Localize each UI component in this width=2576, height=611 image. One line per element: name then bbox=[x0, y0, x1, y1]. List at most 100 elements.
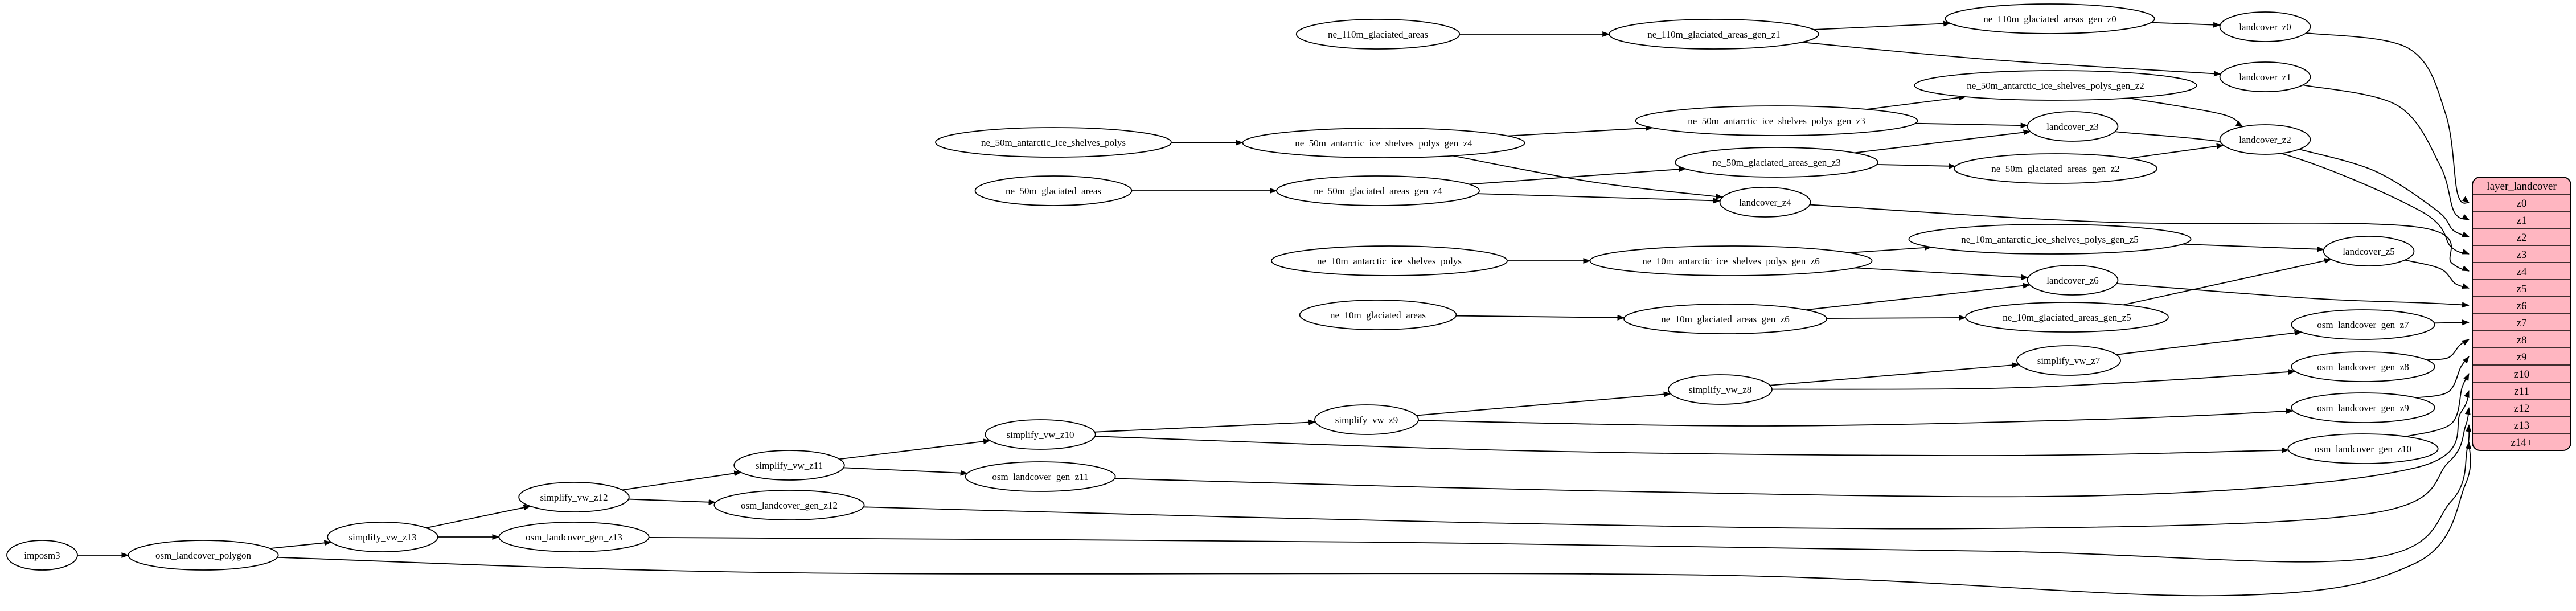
node-ne_50m_antarctic_ice_shelves_polys_gen_z4: ne_50m_antarctic_ice_shelves_polys_gen_z… bbox=[1242, 128, 1525, 158]
edge-ne_10m_glaciated_areas-to-ne_10m_glaciated_areas_gen_z6 bbox=[1456, 314, 1625, 321]
node-ellipse-ne_10m_antarctic_ice_shelves_polys bbox=[1271, 245, 1508, 276]
node-ellipse-imposm3 bbox=[6, 540, 78, 571]
node-ellipse-ne_110m_glaciated_areas_gen_z1 bbox=[1609, 19, 1819, 50]
layer-table-row-z12: z12 bbox=[2514, 403, 2529, 415]
node-landcover_z4: landcover_z4 bbox=[1719, 187, 1811, 218]
table-layer: layer_landcoverz0z1z2z3z4z5z6z7z8z9z10z1… bbox=[2472, 177, 2571, 451]
layer-table-title: layer_landcover bbox=[2487, 181, 2557, 192]
edge-landcover_z5-to-layer_landcover-z5 bbox=[2405, 259, 2470, 289]
edge-simplify_vw_z7-to-osm_landcover_gen_z7 bbox=[2116, 330, 2302, 355]
node-landcover_z6: landcover_z6 bbox=[2027, 265, 2119, 296]
node-label-simplify_vw_z10: simplify_vw_z10 bbox=[1007, 429, 1074, 440]
node-label-landcover_z6: landcover_z6 bbox=[2046, 275, 2099, 286]
node-ellipse-ne_10m_antarctic_ice_shelves_polys_gen_z6 bbox=[1589, 245, 1873, 276]
node-ellipse-ne_10m_glaciated_areas_gen_z6 bbox=[1623, 304, 1827, 334]
node-landcover_z5: landcover_z5 bbox=[2323, 236, 2415, 266]
node-ellipse-simplify_vw_z7 bbox=[2016, 345, 2121, 376]
node-ellipse-ne_110m_glaciated_areas bbox=[1295, 19, 1461, 50]
node-ne_10m_glaciated_areas: ne_10m_glaciated_areas bbox=[1299, 300, 1457, 330]
edge-osm_landcover_gen_z12-to-layer_landcover-z12 bbox=[863, 407, 2471, 530]
node-label-ne_50m_antarctic_ice_shelves_polys: ne_50m_antarctic_ice_shelves_polys bbox=[981, 137, 1126, 148]
layer-table-row-z14-plus: z14+ bbox=[2511, 437, 2532, 449]
node-ellipse-landcover_z2 bbox=[2219, 124, 2311, 155]
edge-simplify_vw_z9-to-osm_landcover_gen_z9 bbox=[1418, 408, 2294, 427]
node-label-osm_landcover_gen_z8: osm_landcover_gen_z8 bbox=[2317, 362, 2409, 372]
node-ne_110m_glaciated_areas_gen_z1: ne_110m_glaciated_areas_gen_z1 bbox=[1609, 19, 1819, 50]
node-ellipse-landcover_z1 bbox=[2219, 61, 2311, 92]
node-imposm3: imposm3 bbox=[6, 540, 78, 571]
node-ellipse-landcover_z4 bbox=[1719, 187, 1811, 218]
node-label-osm_landcover_gen_z7: osm_landcover_gen_z7 bbox=[2317, 319, 2409, 330]
edge-simplify_vw_z8-to-osm_landcover_gen_z8 bbox=[1772, 369, 2296, 390]
node-ellipse-ne_50m_glaciated_areas_gen_z4 bbox=[1276, 175, 1480, 206]
node-ne_50m_glaciated_areas_gen_z3: ne_50m_glaciated_areas_gen_z3 bbox=[1675, 147, 1878, 178]
node-label-osm_landcover_gen_z10: osm_landcover_gen_z10 bbox=[2315, 444, 2411, 454]
node-label-ne_50m_antarctic_ice_shelves_polys_gen_z3: ne_50m_antarctic_ice_shelves_polys_gen_z… bbox=[1688, 116, 1865, 126]
edge-ne_10m_antarctic_ice_shelves_polys_gen_z6-to-landcover_z6 bbox=[1855, 267, 2029, 280]
layer-table-row-z1: z1 bbox=[2517, 215, 2527, 227]
node-ne_10m_glaciated_areas_gen_z6: ne_10m_glaciated_areas_gen_z6 bbox=[1623, 304, 1827, 334]
edge-ne_50m_antarctic_ice_shelves_polys_gen_z4-to-landcover_z4 bbox=[1453, 155, 1724, 199]
node-ne_50m_glaciated_areas: ne_50m_glaciated_areas bbox=[974, 175, 1133, 206]
nodes-layer: imposm3 osm_landcover_polygon simplify_vw_… bbox=[6, 3, 2439, 571]
node-ne_50m_antarctic_ice_shelves_polys: ne_50m_antarctic_ice_shelves_polys bbox=[935, 127, 1172, 158]
node-ellipse-ne_50m_glaciated_areas bbox=[974, 175, 1133, 206]
edge-osm_landcover_gen_z7-to-layer_landcover-z7 bbox=[2434, 319, 2470, 326]
node-ellipse-landcover_z5 bbox=[2323, 236, 2415, 266]
node-ellipse-osm_landcover_polygon bbox=[128, 540, 279, 571]
node-ellipse-ne_50m_antarctic_ice_shelves_polys_gen_z4 bbox=[1242, 128, 1525, 158]
node-ne_10m_antarctic_ice_shelves_polys_gen_z5: ne_10m_antarctic_ice_shelves_polys_gen_z… bbox=[1908, 224, 2192, 255]
node-simplify_vw_z9: simplify_vw_z9 bbox=[1314, 404, 1419, 435]
edge-simplify_vw_z11-to-osm_landcover_gen_z11 bbox=[843, 467, 968, 476]
edge-ne_50m_antarctic_ice_shelves_polys_gen_z3-to-ne_50m_antarctic_ice_shelves_polys_gen_z2 bbox=[1867, 95, 1966, 110]
layer-table-row-z11: z11 bbox=[2514, 386, 2529, 397]
edge-simplify_vw_z12-to-osm_landcover_gen_z12 bbox=[628, 498, 716, 505]
edge-ne_10m_glaciated_areas_gen_z5-to-landcover_z5 bbox=[2123, 258, 2332, 306]
edge-landcover_z2-to-layer_landcover-z2 bbox=[2299, 149, 2470, 237]
node-simplify_vw_z8: simplify_vw_z8 bbox=[1668, 374, 1773, 405]
node-simplify_vw_z10: simplify_vw_z10 bbox=[985, 419, 1096, 450]
node-label-ne_10m_antarctic_ice_shelves_polys: ne_10m_antarctic_ice_shelves_polys bbox=[1317, 256, 1462, 266]
node-label-osm_landcover_polygon: osm_landcover_polygon bbox=[155, 550, 252, 561]
node-label-ne_10m_antarctic_ice_shelves_polys_gen_z5: ne_10m_antarctic_ice_shelves_polys_gen_z… bbox=[1961, 234, 2139, 245]
node-ellipse-simplify_vw_z12 bbox=[518, 482, 630, 512]
node-label-osm_landcover_gen_z13: osm_landcover_gen_z13 bbox=[526, 532, 622, 543]
edge-ne_110m_glaciated_areas_gen_z1-to-ne_110m_glaciated_areas_gen_z0 bbox=[1813, 20, 1951, 30]
node-label-osm_landcover_gen_z9: osm_landcover_gen_z9 bbox=[2317, 403, 2409, 413]
node-label-simplify_vw_z13: simplify_vw_z13 bbox=[349, 532, 417, 543]
edge-osm_landcover_gen_z9-to-layer_landcover-z9 bbox=[2416, 356, 2470, 399]
edge-simplify_vw_z12-to-simplify_vw_z11 bbox=[622, 470, 742, 491]
edge-osm_landcover_polygon-to-layer_landcover-z14+ bbox=[277, 441, 2472, 597]
edge-ne_110m_glaciated_areas_gen_z1-to-landcover_z1 bbox=[1802, 42, 2221, 77]
edge-simplify_vw_z13-to-simplify_vw_z12 bbox=[426, 505, 531, 528]
node-label-ne_10m_glaciated_areas: ne_10m_glaciated_areas bbox=[1330, 310, 1426, 321]
layer-table-row-z4: z4 bbox=[2517, 266, 2527, 278]
edge-ne_110m_glaciated_areas_gen_z0-to-landcover_z0 bbox=[2151, 22, 2221, 28]
edge-ne_50m_glaciated_areas_gen_z4-to-landcover_z4 bbox=[1477, 193, 1721, 204]
node-label-ne_10m_glaciated_areas_gen_z5: ne_10m_glaciated_areas_gen_z5 bbox=[2003, 312, 2131, 323]
node-ellipse-osm_landcover_gen_z11 bbox=[965, 461, 1116, 492]
node-label-landcover_z5: landcover_z5 bbox=[2343, 246, 2395, 257]
layer-table-row-z10: z10 bbox=[2514, 368, 2529, 380]
node-ellipse-osm_landcover_gen_z7 bbox=[2291, 309, 2435, 340]
node-ellipse-osm_landcover_gen_z9 bbox=[2291, 392, 2435, 423]
node-ellipse-ne_110m_glaciated_areas_gen_z0 bbox=[1945, 3, 2155, 34]
node-label-ne_50m_glaciated_areas_gen_z2: ne_50m_glaciated_areas_gen_z2 bbox=[1991, 163, 2120, 174]
node-label-ne_10m_glaciated_areas_gen_z6: ne_10m_glaciated_areas_gen_z6 bbox=[1661, 314, 1790, 325]
edge-osm_landcover_gen_z11-to-layer_landcover-z11 bbox=[1114, 390, 2470, 498]
node-ellipse-ne_10m_glaciated_areas_gen_z5 bbox=[1965, 302, 2169, 333]
node-ellipse-osm_landcover_gen_z10 bbox=[2287, 433, 2439, 464]
node-ellipse-osm_landcover_gen_z8 bbox=[2291, 351, 2435, 382]
node-osm_landcover_gen_z10: osm_landcover_gen_z10 bbox=[2287, 433, 2439, 464]
layer-table-row-z8: z8 bbox=[2517, 334, 2527, 346]
node-label-simplify_vw_z9: simplify_vw_z9 bbox=[1335, 415, 1398, 425]
edge-ne_50m_glaciated_areas_gen_z3-to-landcover_z3 bbox=[1854, 129, 2031, 154]
node-ellipse-osm_landcover_gen_z13 bbox=[498, 522, 650, 552]
node-osm_landcover_polygon: osm_landcover_polygon bbox=[128, 540, 279, 571]
node-landcover_z2: landcover_z2 bbox=[2219, 124, 2311, 155]
node-label-simplify_vw_z11: simplify_vw_z11 bbox=[756, 460, 823, 471]
node-label-landcover_z2: landcover_z2 bbox=[2239, 134, 2291, 145]
node-osm_landcover_gen_z12: osm_landcover_gen_z12 bbox=[713, 490, 865, 520]
node-ellipse-landcover_z6 bbox=[2027, 265, 2119, 296]
node-label-landcover_z3: landcover_z3 bbox=[2046, 121, 2099, 132]
